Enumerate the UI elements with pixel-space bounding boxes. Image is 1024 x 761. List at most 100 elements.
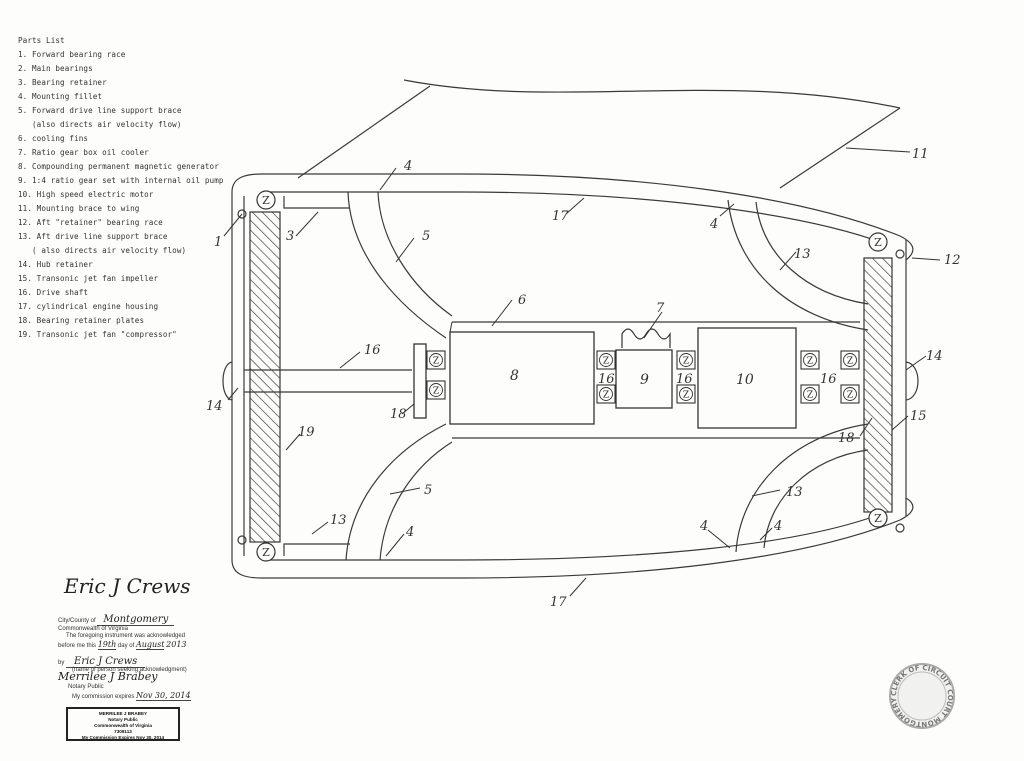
commission-line: My commission expires Nov 30, 2014 — [72, 691, 191, 701]
callout-13: 13 — [786, 485, 803, 500]
shaft-bearing-ring — [429, 383, 443, 397]
bearing-mark: Z — [807, 357, 813, 367]
parts-list-item: 8. Compounding permanent magnetic genera… — [18, 162, 219, 171]
shaft-bearing-ring — [429, 353, 443, 367]
parts-list-item: ( also directs air velocity flow) — [32, 246, 187, 255]
callout-5: 5 — [422, 229, 430, 244]
stamp-line: 7308113 — [114, 729, 132, 734]
parts-list-title: Parts List — [18, 36, 65, 45]
month-value: August — [135, 640, 165, 650]
callout-11: 11 — [912, 147, 929, 162]
housing-top-inner — [262, 191, 887, 245]
housing-top — [231, 173, 901, 237]
wing-outline — [403, 79, 901, 109]
hub-retainer-rear — [905, 361, 919, 401]
housing-bottom — [231, 519, 901, 579]
callout-14: 14 — [926, 349, 943, 364]
shaft-bearing-ring — [679, 353, 693, 367]
parts-list-item: 14. Hub retainer — [18, 260, 93, 269]
parts-list: Parts List 1. Forward bearing race 2. Ma… — [18, 34, 224, 342]
fan-impeller-hatched — [863, 257, 893, 513]
callout-7: 7 — [656, 301, 665, 316]
label-motor: 10 — [736, 372, 754, 388]
bearing-mark: Z — [847, 357, 853, 367]
fan-compressor-hatched — [249, 211, 281, 543]
parts-list-item: 16. Drive shaft — [18, 288, 89, 297]
bearing-mark: Z — [874, 236, 882, 249]
callout-14: 14 — [206, 399, 223, 414]
parts-list-item: 18. Bearing retainer plates — [18, 316, 145, 325]
day-value: 19th — [97, 640, 117, 650]
notary-signature: Merrilee J Brabey — [58, 670, 158, 683]
parts-list-item: 4. Mounting fillet — [18, 92, 103, 101]
callout-4: 4 — [699, 519, 708, 534]
callout-19: 19 — [298, 425, 315, 440]
main-bearing — [868, 232, 888, 252]
callout-17: 17 — [552, 209, 569, 224]
shaft-bearing-ring — [843, 387, 857, 401]
bearing-mark: Z — [262, 546, 270, 559]
hub-retainer-front — [222, 361, 233, 401]
callout-16: 16 — [676, 372, 693, 387]
wing-front-edge — [297, 85, 431, 179]
bearing-mark: Z — [433, 357, 439, 367]
callout-4: 4 — [403, 159, 412, 174]
parts-list-item: 13. Aft drive line support brace — [18, 232, 168, 241]
inventor-signature: Eric J Crews — [64, 574, 191, 598]
bearing-mark: Z — [433, 387, 439, 397]
callout-4: 4 — [773, 519, 782, 534]
callout-12: 12 — [944, 253, 961, 268]
forward-brace-bottom — [345, 423, 447, 561]
county-label: City/County of — [58, 618, 96, 624]
callout-15: 15 — [910, 409, 927, 424]
shaft-bearing-ring — [803, 353, 817, 367]
callout-18: 18 — [838, 431, 855, 446]
shaft-bearing-ring — [843, 353, 857, 367]
callout-4: 4 — [709, 217, 718, 232]
main-bearing — [868, 508, 888, 528]
notary-stamp: MERRILEE J BRABEY Notary Public Commonwe… — [66, 707, 180, 741]
by-value: Eric J Crews — [66, 656, 146, 668]
shaft-bearing-ring — [599, 353, 613, 367]
shaft-bearing-ring — [803, 387, 817, 401]
ack-line: The foregoing instrument was acknowledge… — [66, 633, 186, 639]
callout-16: 16 — [820, 372, 837, 387]
shaft-bearing-ring — [679, 387, 693, 401]
bearing-mark: Z — [603, 357, 609, 367]
commission-value: Nov 30, 2014 — [136, 691, 191, 701]
shaft-bearing-ring — [599, 387, 613, 401]
label-gear-set: 9 — [640, 372, 649, 388]
person-label: (name of person seeking acknowledgment) — [72, 667, 187, 673]
day-of-label: day of — [117, 643, 135, 649]
label-generator: 8 — [510, 368, 519, 384]
callout-6: 6 — [518, 293, 526, 308]
parts-list-item: 19. Transonic jet fan "compressor" — [18, 330, 177, 339]
bearing-mark: Z — [683, 391, 689, 401]
bearing-mark: Z — [683, 357, 689, 367]
bearing-mark: Z — [807, 391, 813, 401]
parts-list-item: 12. Aft "retainer" bearing race — [18, 218, 163, 227]
year-value: 2013 — [166, 640, 187, 649]
aft-brace-top — [727, 199, 869, 331]
callout-16: 16 — [364, 343, 381, 358]
parts-list-item: (also directs air velocity flow) — [32, 120, 182, 129]
parts-list-item: 17. cylindrical engine housing — [18, 302, 159, 311]
motor-box — [697, 327, 797, 429]
bearing-mark: Z — [603, 391, 609, 401]
parts-list-item: 3. Bearing retainer — [18, 78, 107, 87]
parts-list-item: 10. High speed electric motor — [18, 190, 154, 199]
callout-16: 16 — [598, 372, 615, 387]
callout-4: 4 — [405, 525, 414, 540]
commission-label: My commission expires — [72, 694, 135, 700]
county-line: City/County of Montgomery — [58, 614, 175, 626]
callout-5: 5 — [424, 483, 432, 498]
callout-3: 3 — [286, 229, 294, 244]
parts-list-item: 11. Mounting brace to wing — [18, 204, 140, 213]
housing-bottom-inner — [262, 511, 887, 561]
parts-list-item: 15. Transonic jet fan impeller — [18, 274, 159, 283]
main-bearing — [256, 542, 276, 562]
callout-1: 1 — [214, 235, 222, 250]
parts-list-item: 5. Forward drive line support brace — [18, 106, 182, 115]
